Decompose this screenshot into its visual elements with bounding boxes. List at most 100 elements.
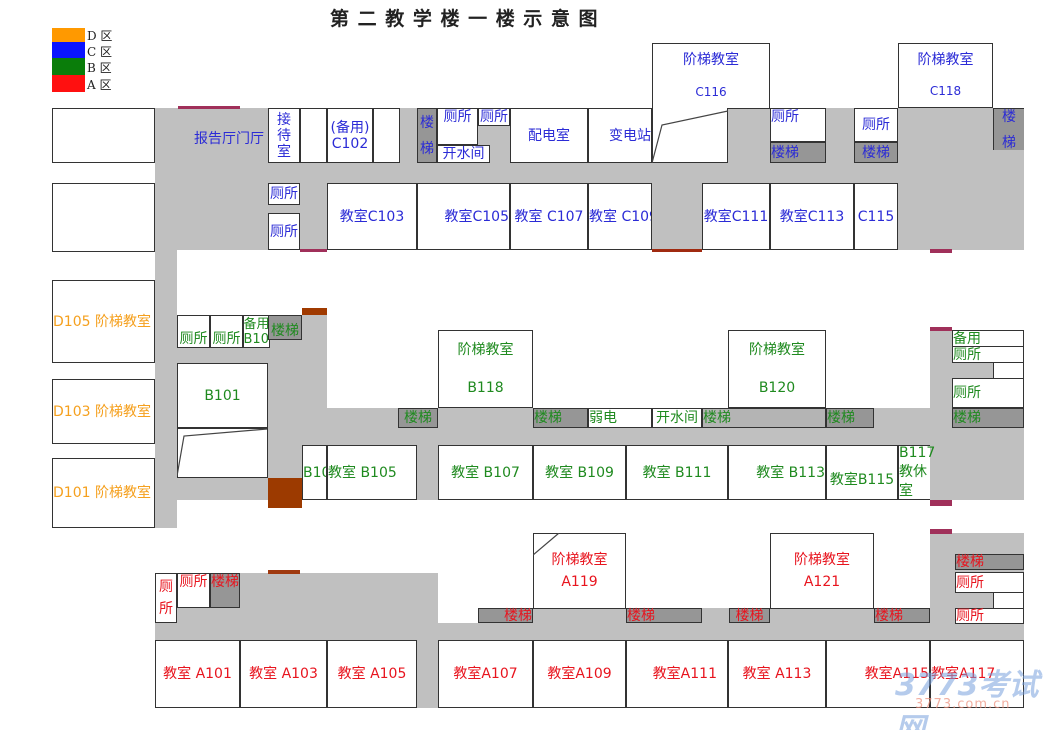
room-wc: 厕所 xyxy=(268,213,300,250)
room-label: 阶梯教室 xyxy=(551,552,608,568)
legend-label-a: A 区 xyxy=(87,78,112,92)
room-label: 厕所 xyxy=(956,574,984,591)
corridor-c-gap3 xyxy=(728,108,770,163)
stage-outline xyxy=(652,110,728,163)
stair-c4: 楼 梯 xyxy=(993,108,1024,151)
room-label: 接待室 xyxy=(277,111,291,160)
stair-a4: 楼梯 xyxy=(729,608,770,624)
stair-b2: 楼梯 xyxy=(398,408,438,428)
room-wc: 厕所 xyxy=(952,378,1024,408)
room-label: 教室C103 xyxy=(339,208,405,225)
room-label: 教室A111 xyxy=(652,666,717,682)
room-d103: D103 阶梯教室 xyxy=(52,379,155,444)
room-wc: 厕所 xyxy=(955,608,1024,624)
room-label: 开水间 xyxy=(442,146,485,162)
room-blank xyxy=(993,362,1024,379)
room-label: 厕所 xyxy=(862,117,890,133)
room-wc: 厕所 xyxy=(955,572,1024,593)
corridor-b-low xyxy=(177,478,268,500)
corridor-c-gap5 xyxy=(652,183,702,250)
room-label: 厕所 xyxy=(179,331,208,347)
room-c109: 教室 C109 xyxy=(588,183,652,250)
room-water: 开水间 xyxy=(437,145,490,163)
entrance-block xyxy=(268,478,302,508)
room-wc: 厕所 xyxy=(854,108,898,142)
room-label: 教室C105 xyxy=(444,208,510,225)
room-label: B10 xyxy=(303,464,326,481)
door-marker xyxy=(930,500,952,506)
corridor-c-gap xyxy=(400,108,417,163)
room-label: 厕所 xyxy=(212,331,241,347)
room-label: 楼梯 xyxy=(956,554,984,570)
room-label: 教室 B113 xyxy=(756,464,825,481)
room-b101-stage xyxy=(177,428,268,478)
watermark-logo: 3773考试网 xyxy=(895,668,1039,730)
room-label: 楼 梯 xyxy=(420,114,434,157)
room-label: C115 xyxy=(857,208,895,225)
door-marker xyxy=(302,308,327,315)
room-label: 厕所 xyxy=(953,385,981,401)
room-d105: D105 阶梯教室 xyxy=(52,280,155,363)
plan-title: 第 二 教 学 楼 一 楼 示 意 图 xyxy=(330,8,599,30)
room-label: 厕所 xyxy=(443,109,472,125)
stair-b6: 楼梯 xyxy=(952,408,1024,428)
room-power: 配电室 xyxy=(510,108,588,163)
room-label: 教室 B111 xyxy=(642,464,712,481)
room-label: 弱电 xyxy=(589,410,617,426)
room-c107: 教室 C107 xyxy=(510,183,588,250)
room-label: 教室 B109 xyxy=(545,464,614,481)
room-label: 教室 B107 xyxy=(451,464,520,481)
stair-a5: 楼梯 xyxy=(874,608,930,624)
room-label: 阶梯教室 xyxy=(917,51,974,68)
room-label: 教室C111 xyxy=(703,208,769,225)
room-wc: 厕所 xyxy=(478,108,510,126)
room-label: 厕所 xyxy=(956,608,984,624)
room-wc: 厕所 xyxy=(177,573,210,608)
room-substation: 变电站 xyxy=(588,108,652,163)
room-a109: 教室A109 xyxy=(533,640,626,708)
door-marker xyxy=(268,570,300,574)
room-label: 厕所 xyxy=(771,109,799,125)
corridor-b-vertical2 xyxy=(268,445,302,478)
room-label: 教室 B105 xyxy=(328,464,397,481)
room-a105: 教室 A105 xyxy=(327,640,417,708)
room-label: 备用 B103 xyxy=(243,316,270,347)
stair-a2: 楼梯 xyxy=(478,608,533,624)
room-label: 楼梯 xyxy=(534,410,562,426)
room-wc: 厕所 xyxy=(437,108,478,145)
corridor-b-gap xyxy=(417,445,438,500)
room-water: 开水间 xyxy=(652,408,702,428)
room-a115: 教室A115 xyxy=(826,640,930,708)
room-b109: 教室 B109 xyxy=(533,445,626,500)
room-label: D101 阶梯教室 xyxy=(53,485,151,501)
room-label: 楼梯 xyxy=(953,410,981,426)
room-c111: 教室C111 xyxy=(702,183,770,250)
room-label: 备用 xyxy=(953,330,981,347)
room-label: D103 阶梯教室 xyxy=(53,403,151,420)
room-b113: 教室 B113 xyxy=(728,445,826,500)
room-label: 楼梯 xyxy=(271,323,299,339)
room-b115: 教室B115 xyxy=(826,445,898,500)
room-label: 厕所 xyxy=(270,186,298,202)
room-a111: 教室A111 xyxy=(626,640,728,708)
room-label: 教室 A113 xyxy=(742,666,812,682)
room-a107: 教室A107 xyxy=(438,640,533,708)
room-blank xyxy=(993,592,1024,609)
corridor-b-right2 xyxy=(952,362,993,378)
room-label: 教室A117 xyxy=(931,666,996,682)
door-marker xyxy=(930,249,952,253)
stair-a1: 楼梯 xyxy=(210,573,240,608)
room-label: 教室B115 xyxy=(829,471,895,488)
door-marker xyxy=(300,249,327,252)
room-b105: 教室 B105 xyxy=(327,445,417,500)
room-label: 阶梯教室 xyxy=(794,552,850,568)
room-wc: 厕所 xyxy=(155,573,177,623)
legend-label-d: D 区 xyxy=(87,29,113,43)
room-label: 教室A109 xyxy=(547,666,612,682)
room-label: B117 教休室 xyxy=(899,445,936,499)
room-label: 阶梯教室 xyxy=(457,342,514,358)
